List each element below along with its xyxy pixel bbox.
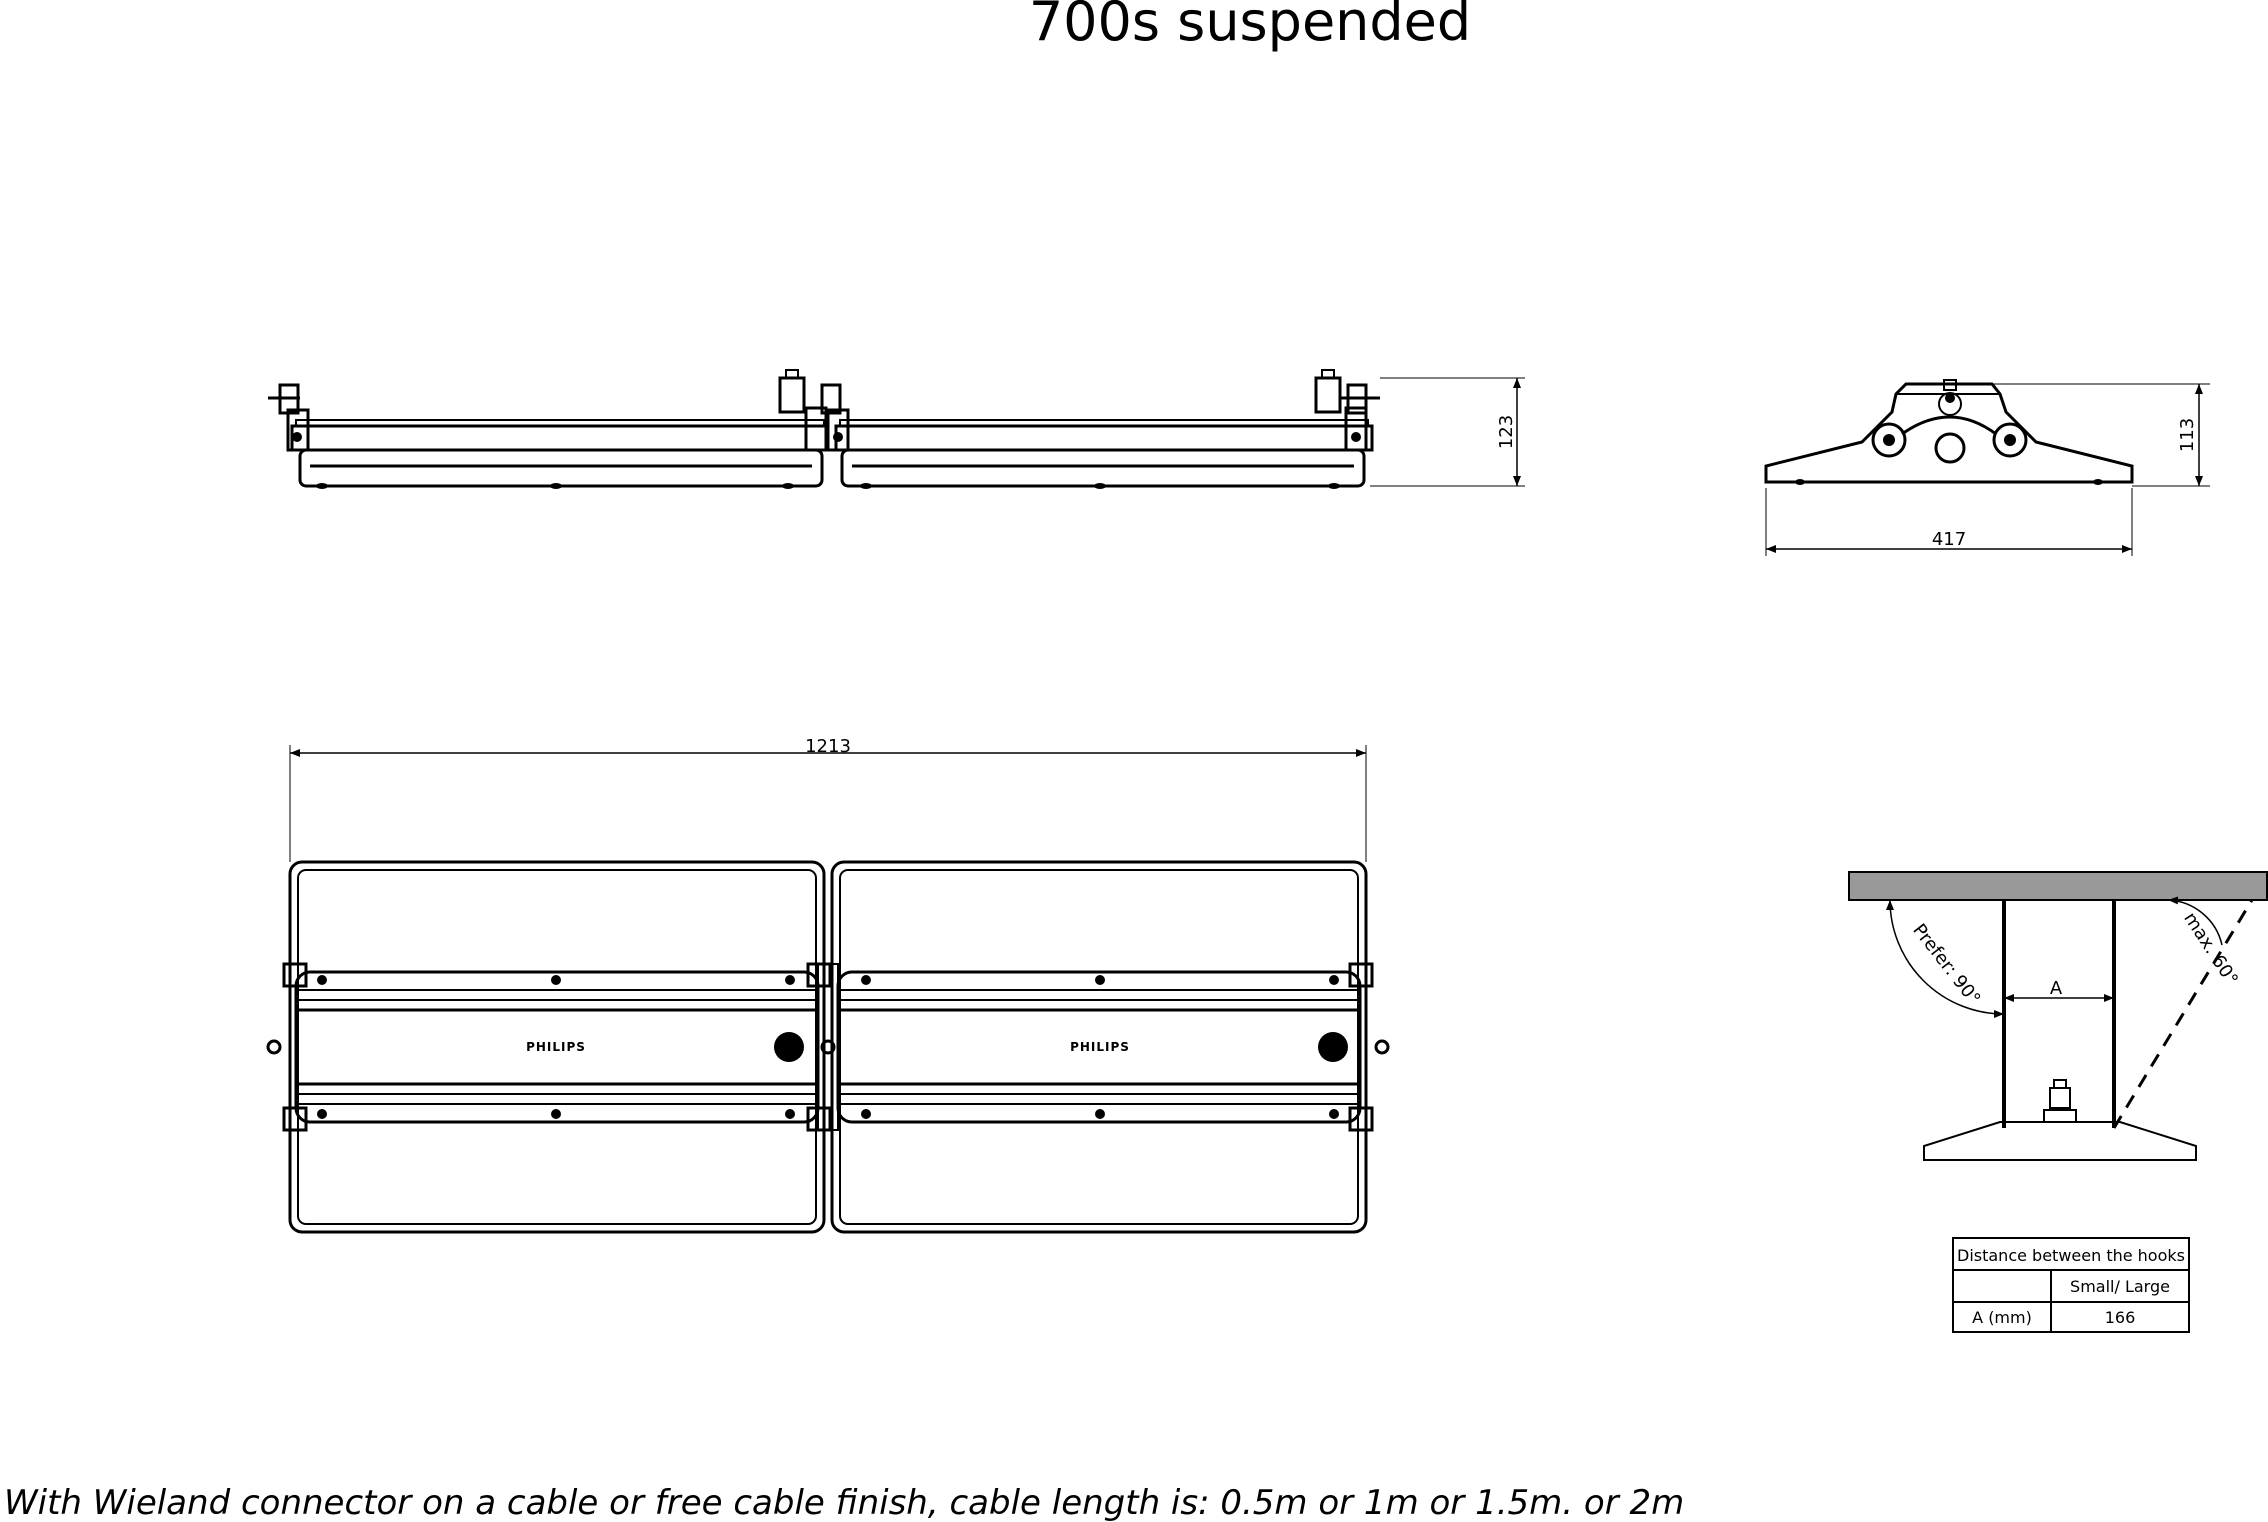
- dimension-length-top: 1213: [289, 736, 1367, 862]
- dimension-label-417: 417: [1932, 529, 1966, 550]
- dimension-label-113: 113: [2177, 418, 2198, 452]
- hook-distance-label: A: [2050, 978, 2063, 999]
- hooks-table: Distance between the hooks Small/ Large …: [1952, 1237, 2190, 1333]
- prefer-angle-label: Prefer: 90°: [1908, 920, 1984, 1009]
- hook-diagram: A Prefer: 90° max. 60°: [1848, 871, 2268, 1161]
- top-view: 1213 PHILIPS: [266, 736, 1390, 1234]
- cable-max-angle: [2112, 899, 2254, 1129]
- ceiling: [1848, 871, 2268, 901]
- side-view: 113 417: [1764, 379, 2210, 556]
- brand-mark: PHILIPS: [1070, 1040, 1130, 1054]
- dimension-width-side: 417: [1765, 488, 2133, 556]
- table-cell: A (mm): [1972, 1308, 2032, 1327]
- front-view: 123: [268, 369, 1525, 489]
- module-connector: [817, 963, 839, 1131]
- table-cell: 166: [2105, 1308, 2136, 1327]
- top-view-left-module: PHILIPS: [266, 860, 832, 1234]
- front-view-left-module: [268, 369, 830, 489]
- drawing-title: 700s suspended: [1029, 0, 1471, 53]
- dimension-height-side: 113: [1960, 383, 2210, 487]
- table-header-cell: Small/ Large: [2070, 1277, 2170, 1296]
- top-view-right-module: PHILIPS: [830, 860, 1390, 1234]
- front-view-right-module: [820, 369, 1380, 489]
- dimension-label-1213: 1213: [805, 736, 851, 757]
- brand-mark: PHILIPS: [526, 1040, 586, 1054]
- footnote: With Wieland connector on a cable or fre…: [4, 1483, 1684, 1522]
- dimension-label-123: 123: [1496, 415, 1517, 449]
- table-title: Distance between the hooks: [1957, 1246, 2185, 1265]
- dimension-height-front: 123: [1370, 377, 1525, 487]
